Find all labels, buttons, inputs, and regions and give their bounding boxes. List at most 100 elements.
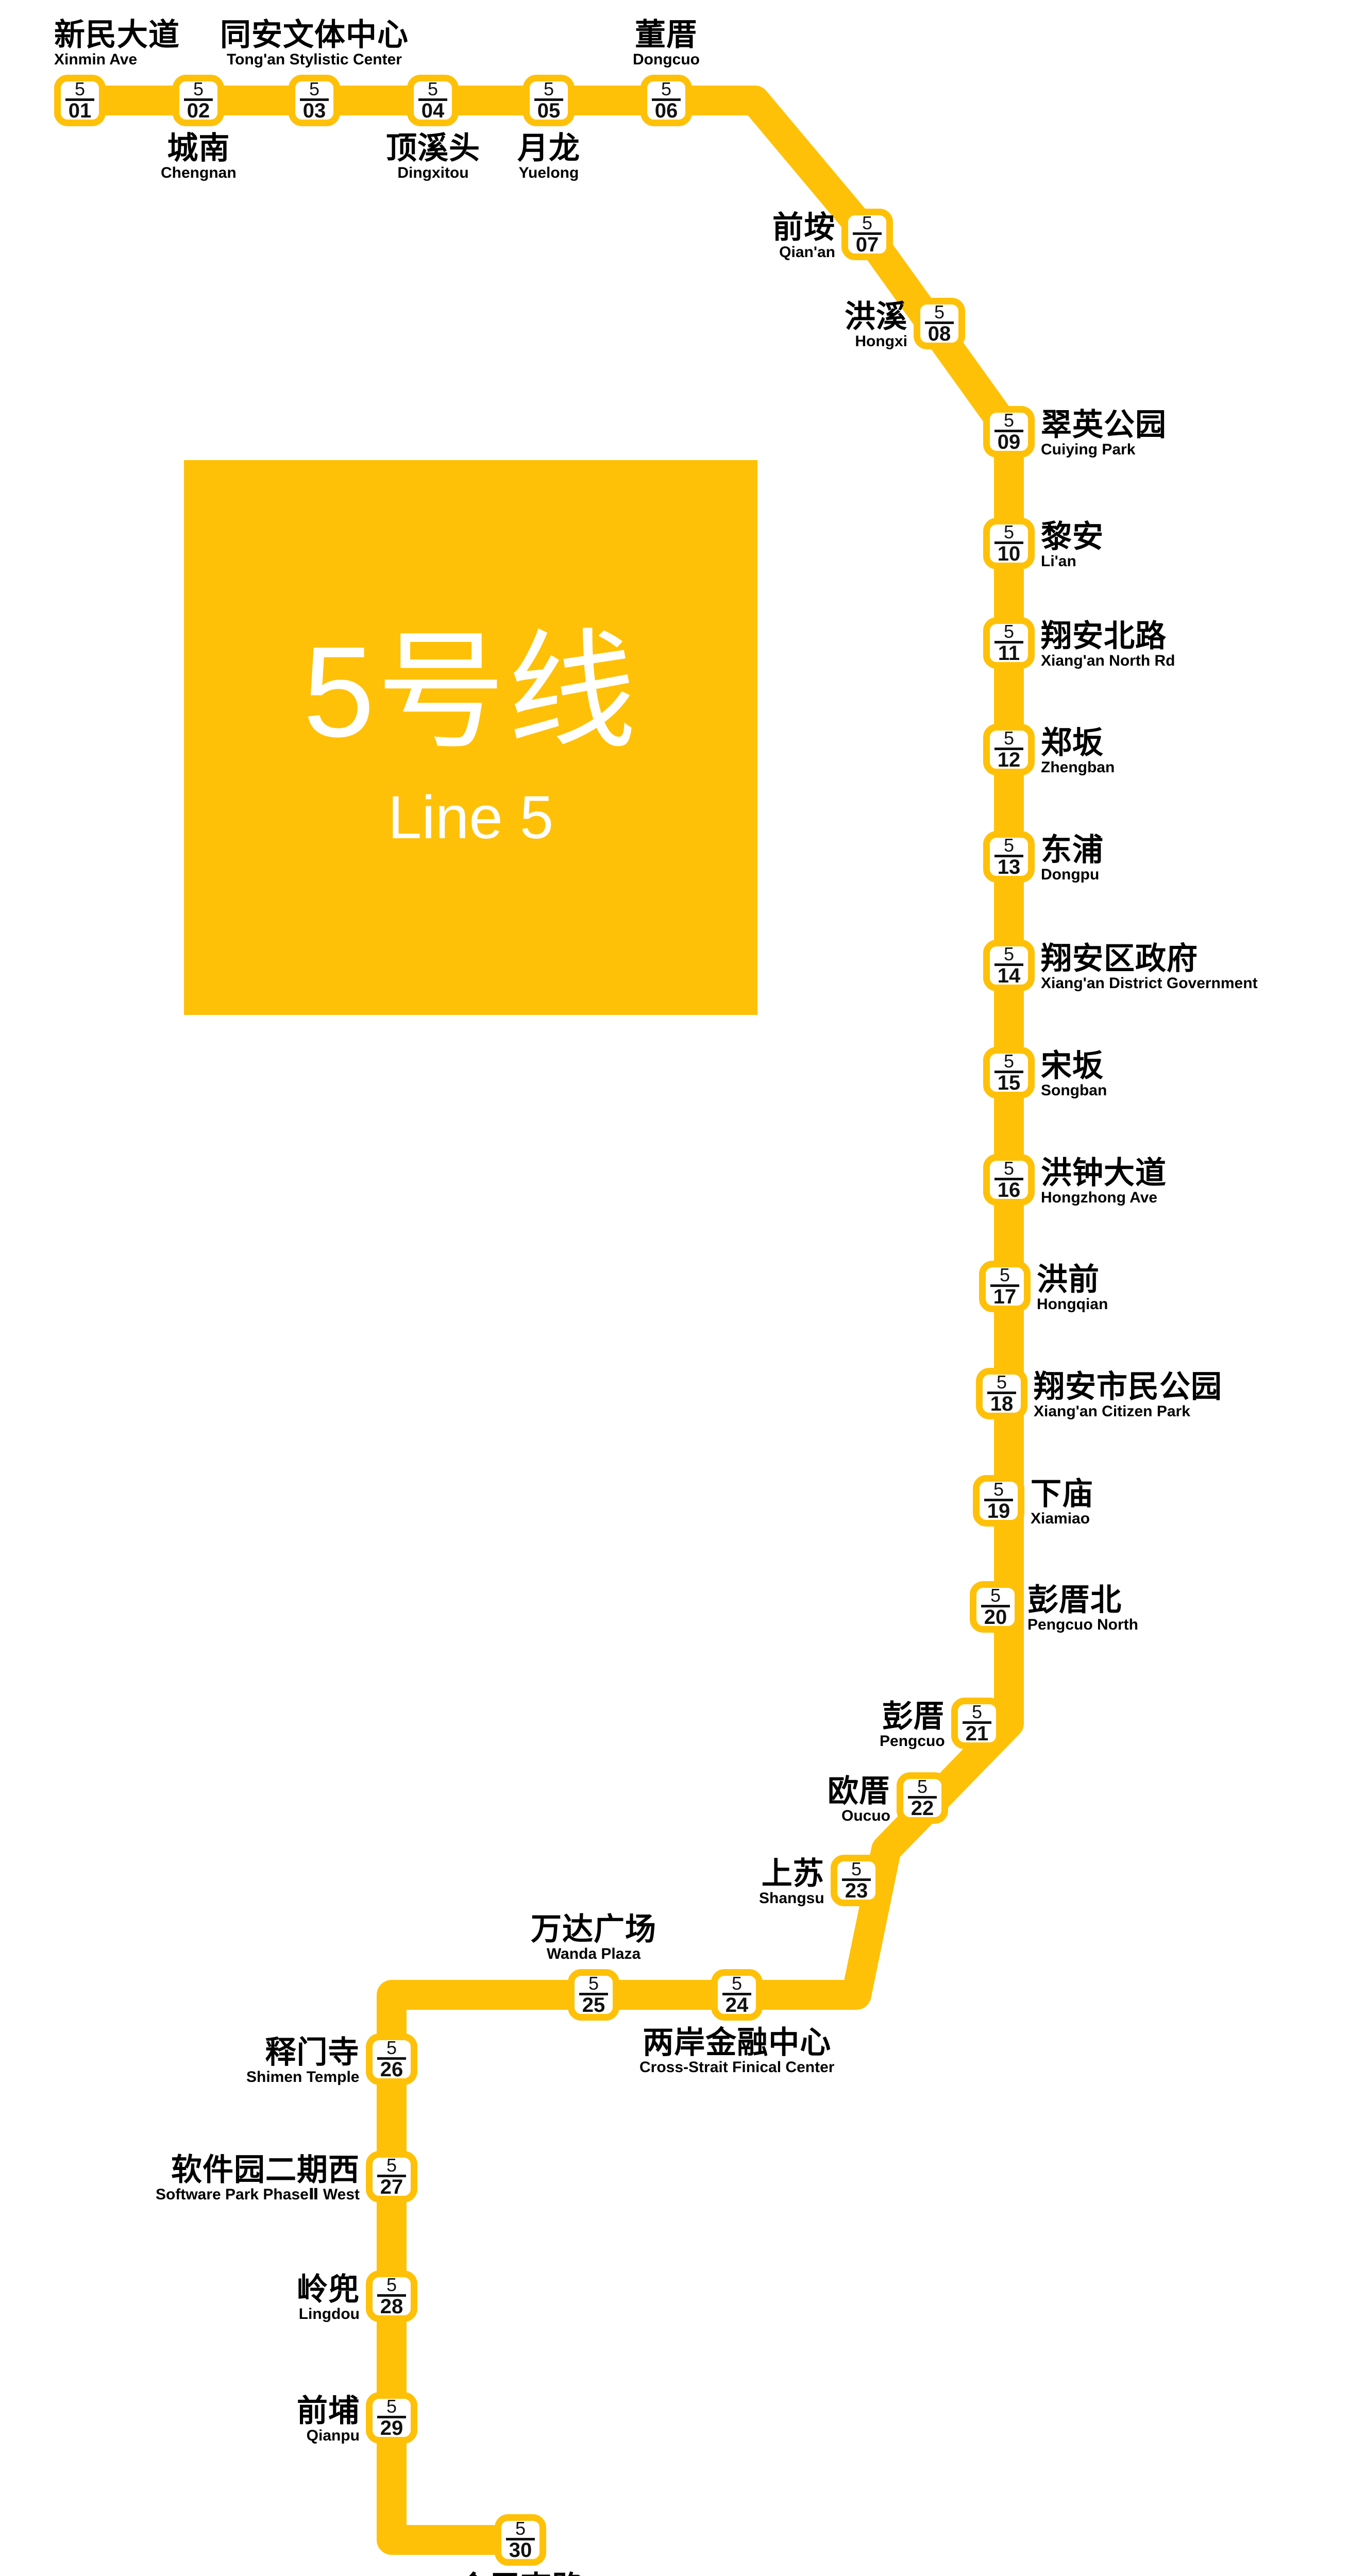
- station-name-en: Xiang'an North Rd: [1041, 652, 1175, 669]
- station-name-en: Oucuo: [841, 1807, 890, 1824]
- station-line-number: 5: [427, 78, 439, 99]
- station-sequence-number: 12: [997, 749, 1021, 771]
- station-sequence-number: 11: [998, 642, 1020, 665]
- station-name-cn: 软件园二期西: [171, 2153, 360, 2187]
- station-name-cn: 彭厝: [882, 1699, 945, 1734]
- station-sequence-number: 23: [845, 1879, 868, 1902]
- station-sequence-number: 09: [997, 431, 1021, 453]
- station-name-en: Tong'an Stylistic Center: [227, 51, 402, 68]
- station-divider: [579, 1993, 608, 1995]
- station-name-en: Hongxi: [855, 333, 907, 350]
- station-name-en: Chengnan: [161, 164, 237, 181]
- station-divider: [184, 98, 213, 101]
- station-name-en: Zhengban: [1041, 759, 1115, 776]
- station-name-cn: 岭兜: [297, 2272, 360, 2307]
- station-divider: [925, 321, 954, 324]
- station-line-number: 5: [386, 2155, 397, 2176]
- station-name-en: Cuiying Park: [1041, 441, 1136, 458]
- station-name-en: Xiang'an District Government: [1041, 975, 1258, 992]
- station-name-en: Shangsu: [759, 1890, 824, 1907]
- station-divider: [994, 963, 1023, 966]
- station-divider: [987, 1392, 1016, 1394]
- station-line-number: 5: [862, 212, 873, 233]
- station-line-number: 5: [386, 2274, 397, 2295]
- station-sequence-number: 30: [509, 2539, 532, 2562]
- station-name-cn: 董厝: [634, 18, 698, 52]
- station-name-cn: 会展南路: [454, 2572, 587, 2576]
- station-line-number: 5: [996, 1371, 1007, 1393]
- station-line-number: 5: [1003, 410, 1015, 431]
- station-name-en: Dongpu: [1041, 866, 1100, 883]
- station-line-number: 5: [1003, 835, 1015, 856]
- station-name-cn: 郑坂: [1041, 725, 1104, 760]
- line-name-en: Line 5: [387, 783, 554, 852]
- station-line-number: 5: [1003, 621, 1015, 642]
- station-name-en: Hongqian: [1037, 1296, 1108, 1313]
- station-label-30: 会展南路Huizhan South Rd: [454, 2572, 587, 2576]
- station-sequence-number: 18: [990, 1393, 1014, 1415]
- station-line-number: 5: [934, 301, 945, 323]
- station-name-cn: 翠英公园: [1041, 408, 1167, 442]
- station-divider: [418, 98, 447, 101]
- station-sequence-number: 03: [302, 99, 326, 122]
- station-name-cn: 上苏: [761, 1856, 824, 1891]
- station-line-number: 5: [386, 2037, 397, 2058]
- station-sequence-number: 16: [997, 1179, 1021, 1201]
- station-name-cn: 同安文体中心: [220, 18, 409, 52]
- station-divider: [994, 641, 1023, 643]
- station-name-cn: 顶溪头: [386, 131, 480, 165]
- station-sequence-number: 19: [987, 1500, 1010, 1522]
- station-sequence-number: 17: [993, 1285, 1017, 1308]
- station-name-cn: 城南: [167, 131, 230, 165]
- station-name-cn: 彭厝北: [1027, 1583, 1122, 1617]
- station-name-en: Li'an: [1041, 553, 1076, 570]
- station-name-cn: 前垵: [772, 210, 835, 245]
- station-name-cn: 翔安市民公园: [1034, 1369, 1222, 1404]
- station-divider: [722, 1993, 751, 1995]
- station-name-cn: 宋坂: [1041, 1048, 1104, 1083]
- station-divider: [994, 748, 1023, 750]
- station-sequence-number: 21: [965, 1722, 989, 1745]
- station-sequence-number: 14: [997, 964, 1021, 987]
